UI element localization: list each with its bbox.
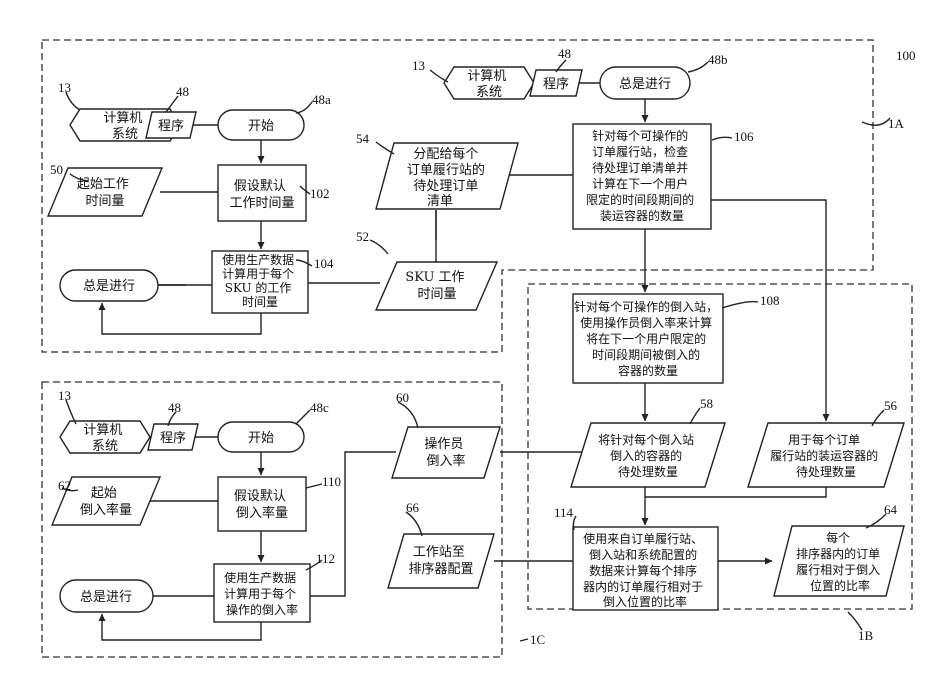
ref-62: 62 bbox=[58, 478, 71, 493]
operator-induct-rate-data bbox=[392, 427, 500, 478]
ratio-per-sorter-line3: 履行相对于倒入 bbox=[796, 563, 880, 577]
initial-induct-rate-line1: 起始 bbox=[91, 486, 117, 501]
operator-induct-rate-line2: 倒入率 bbox=[426, 453, 465, 469]
ref-100: 100 bbox=[896, 48, 916, 63]
ref-110: 110 bbox=[322, 474, 341, 489]
check-pending-line2: 订单履行站，检查 bbox=[592, 144, 688, 159]
ref-1c: 1C bbox=[530, 632, 545, 647]
sku-work-time-line1: SKU 工作 bbox=[405, 270, 464, 285]
program-a-label: 程序 bbox=[158, 119, 184, 134]
computer-system-c-line1: 计算机 bbox=[83, 423, 122, 438]
ref-54: 54 bbox=[356, 131, 370, 146]
station-sorter-config-line1: 工作站至 bbox=[413, 545, 465, 560]
always-running-b-label: 总是进行 bbox=[619, 77, 671, 92]
ref-13-b: 13 bbox=[412, 58, 425, 73]
compute-inducted-line1: 针对每个可操作的倒入站， bbox=[574, 299, 718, 314]
pending-order-list-line1: 分配给每个 bbox=[413, 146, 478, 162]
ref-50: 50 bbox=[50, 162, 63, 177]
start-a-label: 开始 bbox=[248, 119, 274, 134]
program-b-label: 程序 bbox=[543, 77, 569, 92]
compute-induct-line3: 操作的倒入率 bbox=[226, 602, 298, 617]
computer-system-c-line2: 系统 bbox=[92, 439, 118, 454]
ref-102: 102 bbox=[310, 186, 330, 201]
compute-sku-line3: SKU 的工作 bbox=[225, 280, 292, 295]
computer-system-b-line1: 计算机 bbox=[467, 69, 506, 84]
ref-112: 112 bbox=[316, 551, 335, 566]
compute-induct-line2: 计算用于每个 bbox=[224, 586, 296, 601]
ref-13-a: 13 bbox=[58, 80, 71, 95]
assume-default-induct-rate-box bbox=[218, 477, 306, 531]
ref-56: 56 bbox=[884, 398, 898, 413]
ref-48b: 48b bbox=[708, 52, 728, 67]
ref-48a: 48a bbox=[312, 92, 331, 107]
ref-108: 108 bbox=[760, 293, 780, 308]
ref-106: 106 bbox=[734, 129, 754, 144]
pending-order-list-line3: 待处理订单 bbox=[413, 179, 478, 194]
ratio-per-sorter-line4: 位置的比率 bbox=[810, 578, 870, 593]
ref-48c: 48c bbox=[310, 400, 329, 415]
compute-inducted-line5: 容器的数量 bbox=[618, 363, 678, 378]
initial-induct-rate-line2: 倒入率量 bbox=[80, 502, 132, 518]
pending-shipping-line2: 履行站的装运容器的 bbox=[770, 448, 878, 463]
ref-104: 104 bbox=[314, 256, 334, 271]
pending-shipping-line3: 待处理数量 bbox=[796, 464, 856, 479]
ref-64: 64 bbox=[884, 502, 898, 517]
program-c-label: 程序 bbox=[160, 431, 186, 446]
sku-work-time-line2: 时间量 bbox=[417, 287, 456, 302]
assume-default-induct-line2: 倒入率量 bbox=[236, 505, 288, 521]
check-pending-line6: 装运容器的数量 bbox=[600, 208, 684, 223]
ref-52: 52 bbox=[356, 229, 369, 244]
compute-sku-line1: 使用生产数据 bbox=[222, 252, 294, 267]
compute-inducted-line3: 将在下一个用户限定的 bbox=[586, 331, 706, 346]
assume-default-induct-line1: 假设默认 bbox=[234, 488, 286, 504]
ref-114: 114 bbox=[554, 505, 574, 520]
svg-text:使用生产数据 计算用于每个 操作的倒入率: 使用生产数据 计算用于每个 操作的倒入率 bbox=[224, 570, 300, 617]
pending-inducted-line1: 将针对每个倒入站 bbox=[598, 432, 694, 447]
pending-shipping-line1: 用于每个订单 bbox=[788, 432, 860, 447]
pending-order-list-line2: 订单履行站的 bbox=[407, 162, 485, 178]
always-running-a-label: 总是进行 bbox=[83, 279, 135, 294]
initial-work-time-line1: 起始工作 bbox=[77, 177, 129, 192]
ref-66: 66 bbox=[406, 500, 420, 515]
compute-ratio-line1: 使用来自订单履行站、 bbox=[583, 531, 703, 546]
ref-48-a: 48 bbox=[176, 84, 189, 99]
compute-inducted-line4: 时间段期间被倒入的 bbox=[592, 347, 700, 362]
ref-13-c: 13 bbox=[58, 388, 71, 403]
compute-sku-line4: 时间量 bbox=[242, 295, 278, 309]
station-sorter-config-data bbox=[388, 534, 494, 588]
start-c-label: 开始 bbox=[248, 431, 274, 446]
computer-system-a-line1: 计算机 bbox=[103, 111, 142, 126]
ratio-per-sorter-line2: 排序器内的订单 bbox=[796, 546, 880, 561]
station-sorter-config-line2: 排序器配置 bbox=[408, 562, 473, 577]
compute-inducted-line2: 使用操作员倒入率来计算 bbox=[580, 315, 712, 330]
ref-1b: 1B bbox=[858, 628, 874, 643]
check-pending-line5: 限定的时间段期间的 bbox=[586, 192, 694, 207]
pending-inducted-line2: 倒入的容器的 bbox=[610, 448, 682, 463]
compute-ratio-line4: 器内的订单履行相对于 bbox=[583, 579, 703, 594]
ratio-per-sorter-line1: 每个 bbox=[826, 530, 850, 545]
compute-ratio-line5: 倒入位置的比率 bbox=[603, 594, 687, 609]
check-pending-line1: 针对每个可操作的 bbox=[592, 128, 688, 143]
pending-order-list-line4: 清单 bbox=[427, 194, 453, 209]
compute-sku-line2: 计算用于每个 bbox=[222, 266, 294, 281]
ref-48-b: 48 bbox=[558, 46, 571, 61]
computer-system-b-line2: 系统 bbox=[476, 85, 502, 100]
check-pending-line4: 计算在下一个用户 bbox=[592, 176, 688, 191]
ref-60: 60 bbox=[396, 390, 409, 405]
ref-1a: 1A bbox=[888, 116, 905, 131]
assume-default-work-time-line2: 工作时间量 bbox=[229, 196, 294, 211]
computer-system-a-line2: 系统 bbox=[112, 127, 138, 142]
compute-induct-line1: 使用生产数据 bbox=[224, 570, 296, 585]
initial-work-time-line2: 时间量 bbox=[85, 194, 124, 209]
compute-ratio-line2: 倒入站和系统配置的 bbox=[589, 547, 697, 562]
check-pending-line3: 待处理订单清单并 bbox=[592, 161, 688, 175]
operator-induct-rate-line1: 操作员 bbox=[424, 436, 463, 452]
pending-inducted-line3: 待处理数量 bbox=[618, 464, 678, 479]
ref-48-c: 48 bbox=[168, 400, 181, 415]
assume-default-work-time-line1: 假设默认 bbox=[234, 178, 286, 194]
always-running-c-label: 总是进行 bbox=[80, 590, 132, 605]
ref-58: 58 bbox=[700, 396, 713, 411]
compute-ratio-line3: 数据来计算每个排序 bbox=[589, 563, 697, 578]
